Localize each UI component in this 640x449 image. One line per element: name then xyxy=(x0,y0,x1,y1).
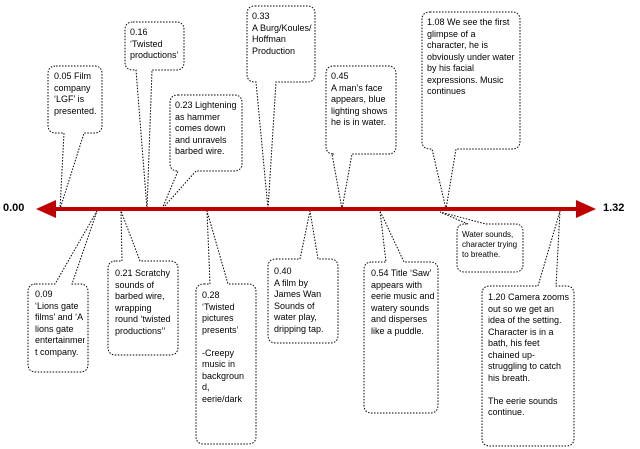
bubble-0-28 xyxy=(195,210,257,445)
callout-0-33: 0.33 A Burg/Koules/ Hoffman Production xyxy=(252,11,312,56)
callout-1-08: 1.08 We see the first glimpse of a chara… xyxy=(427,17,515,96)
bubble-0-40 xyxy=(267,210,339,344)
callout-0-21: 0.21 Scratchy sounds of barbed wire, wra… xyxy=(115,268,171,336)
callout-water-sounds: Water sounds, character trying to breath… xyxy=(462,230,518,259)
bubble-0-05 xyxy=(47,65,103,210)
timeline-arrow-left xyxy=(36,200,56,218)
callout-0-05: 0.05 Film company ‘LGF’ is presented. xyxy=(54,71,97,116)
callout-0-09: 0.09 ‘Lions gate films’ and ‘A lions gat… xyxy=(35,289,85,357)
timeline-start-label: 0.00 xyxy=(3,202,25,214)
callout-1-20: 1.20 Camera zooms out so we get an idea … xyxy=(488,292,570,417)
bubble-0-21 xyxy=(107,210,179,356)
bubble-0-54 xyxy=(363,210,439,414)
timeline-end-label: 1.32 xyxy=(603,202,625,214)
bubble-1-08 xyxy=(421,11,521,210)
callout-0-54: 0.54 Title ‘Saw’ appears with eerie musi… xyxy=(371,268,435,336)
bubble-1-20 xyxy=(481,210,575,447)
bubble-0-33 xyxy=(246,5,316,210)
bubble-water-sounds xyxy=(439,211,524,273)
bubble-0-16 xyxy=(124,21,185,210)
callout-0-16: 0.16 ‘Twisted productions’ xyxy=(130,27,179,60)
timeline-arrow-right xyxy=(576,200,596,218)
callout-0-40: 0.40 A film by James Wan Sounds of water… xyxy=(274,266,324,334)
bubble-0-23 xyxy=(161,94,243,210)
callout-0-23: 0.23 Lightening as hammer comes down and… xyxy=(175,100,237,156)
bubble-0-09 xyxy=(27,210,98,373)
callout-0-28: 0.28 ‘Twisted pictures presents’ -Creepy… xyxy=(202,290,245,404)
bubble-0-45 xyxy=(325,65,397,210)
callout-0-45: 0.45 A man’s face appears, blue lighting… xyxy=(331,71,388,127)
